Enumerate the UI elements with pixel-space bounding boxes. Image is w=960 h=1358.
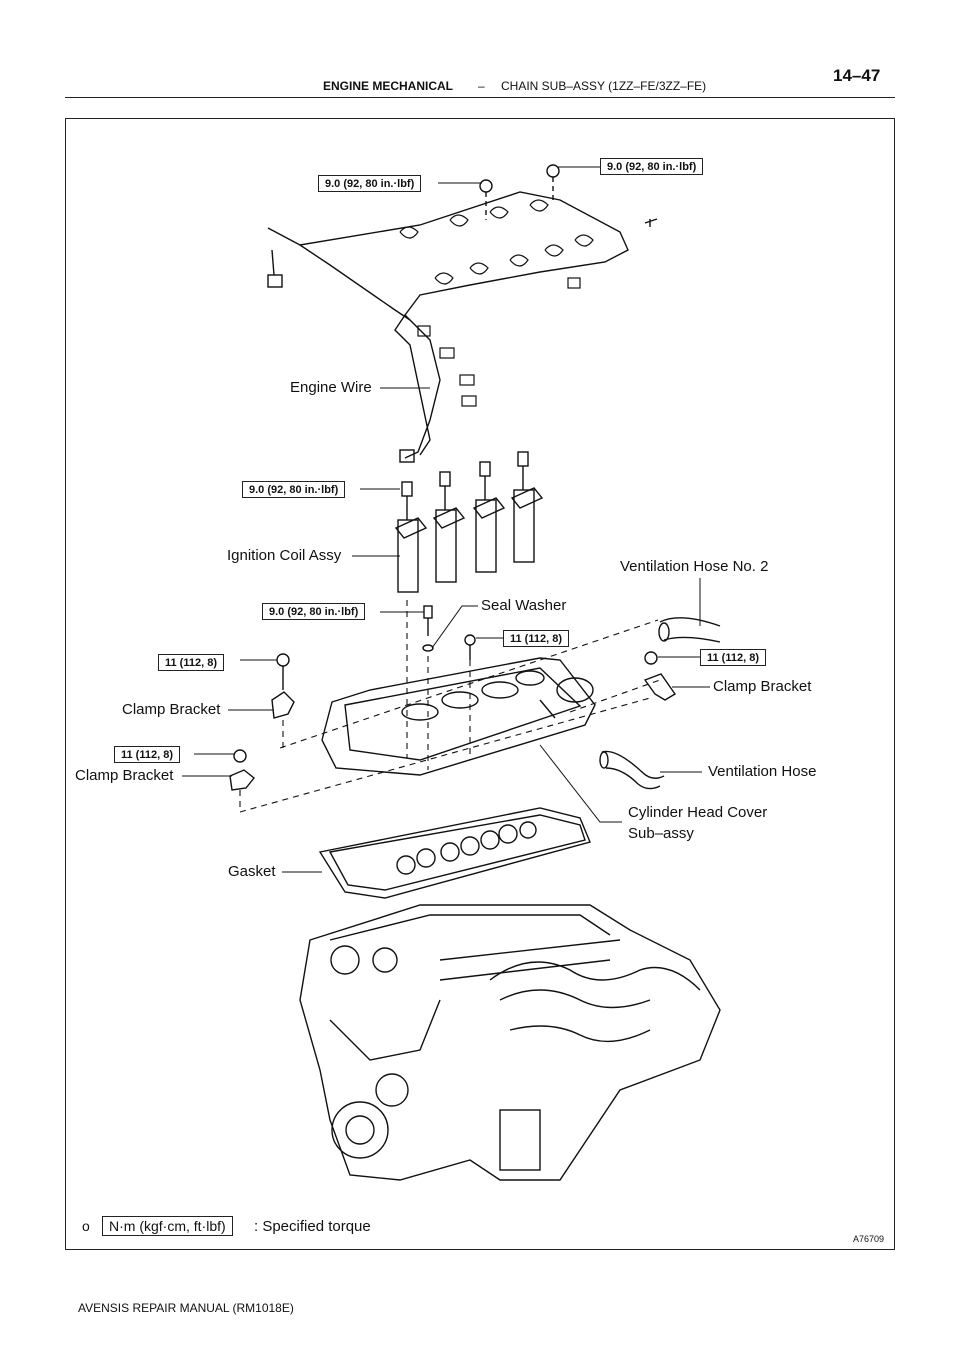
torque-coil-upper: 9.0 (92, 80 in.·lbf)	[242, 481, 346, 498]
label-cylinder-head-cover: Cylinder Head Cover	[628, 804, 768, 821]
page-number: 14–47	[833, 66, 881, 85]
gasket-drawing	[318, 807, 591, 899]
figure-frame	[65, 118, 895, 1250]
torque-coil-lower: 9.0 (92, 80 in.·lbf)	[262, 603, 366, 620]
label-cylinder-head-cover-line2: Sub–assy	[628, 825, 694, 842]
label-clamp-bracket-right: Clamp Bracket	[713, 678, 812, 695]
cover-bolts-drawing	[233, 605, 658, 763]
figure-id: A76709	[853, 1234, 885, 1244]
label-gasket: Gasket	[228, 863, 276, 880]
label-vent-hose-no2: Ventilation Hose No. 2	[620, 558, 769, 575]
header-rule	[65, 97, 895, 98]
top-bolts-drawing	[479, 164, 658, 227]
label-ventilation-hose: Ventilation Hose	[708, 763, 817, 780]
leader-lines	[182, 166, 710, 873]
section-title: ENGINE MECHANICAL	[323, 79, 454, 93]
legend-mark: o	[82, 1218, 90, 1234]
label-clamp-bracket-left-lower: Clamp Bracket	[75, 767, 174, 784]
ventilation-hoses-drawing	[599, 617, 721, 790]
torque-center: 11 (112, 8)	[503, 630, 569, 647]
label-seal-washer: Seal Washer	[481, 597, 567, 614]
ignition-coils-drawing	[394, 451, 544, 593]
footer-manual-title: AVENSIS REPAIR MANUAL (RM1018E)	[78, 1301, 294, 1315]
engine-block-drawing	[299, 904, 721, 1181]
legend-description: : Specified torque	[254, 1218, 371, 1235]
torque-left-lower: 11 (112, 8)	[114, 746, 180, 763]
clamp-brackets-drawing	[229, 673, 677, 791]
torque-top-right: 9.0 (92, 80 in.·lbf)	[600, 158, 704, 175]
label-ignition-coil: Ignition Coil Assy	[227, 547, 342, 564]
label-clamp-bracket-left-upper: Clamp Bracket	[122, 701, 221, 718]
engine-wire-drawing	[267, 191, 629, 463]
header-dash: –	[478, 79, 485, 93]
legend-unit-box: N·m (kgf·cm, ft·lbf)	[102, 1216, 233, 1236]
torque-top-left: 9.0 (92, 80 in.·lbf)	[318, 175, 422, 192]
cylinder-head-cover-drawing	[321, 657, 596, 776]
torque-right: 11 (112, 8)	[700, 649, 766, 666]
label-engine-wire: Engine Wire	[290, 379, 372, 396]
torque-left-upper: 11 (112, 8)	[158, 654, 224, 671]
subsection-title: CHAIN SUB–ASSY (1ZZ–FE/3ZZ–FE)	[501, 79, 707, 93]
assembly-lines	[239, 600, 661, 813]
